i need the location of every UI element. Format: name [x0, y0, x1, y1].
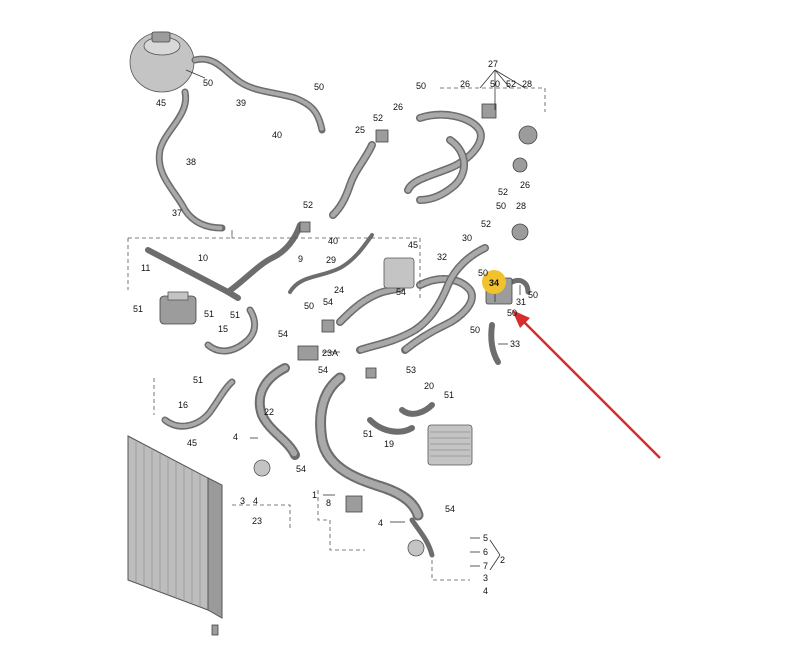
part-label: 50: [507, 308, 517, 318]
part-label: 26: [393, 102, 403, 112]
part-label: 54: [318, 365, 328, 375]
part-label: 50: [203, 78, 213, 88]
part-label: 50: [490, 79, 500, 89]
part-label: 4: [378, 518, 383, 528]
part-label: 54: [323, 297, 333, 307]
red-callout-arrow: [512, 310, 661, 459]
part-label: 51: [230, 310, 240, 320]
auxiliary-pump: [159, 291, 197, 325]
part-label: 25: [355, 125, 365, 135]
part-label: 3: [240, 496, 245, 506]
part-label: 50: [416, 81, 426, 91]
part-label: 45: [408, 240, 418, 250]
part-label: 50: [304, 301, 314, 311]
part-label: 32: [437, 252, 447, 262]
part-label: 51: [133, 304, 143, 314]
part-label: 51: [193, 375, 203, 385]
oil-cooler: [427, 424, 473, 466]
part-label: 11: [141, 263, 150, 273]
part-label: 50: [470, 325, 480, 335]
radiator: [127, 435, 223, 636]
part-label: 4: [233, 432, 238, 442]
part-label: 9: [298, 254, 303, 264]
part-label: 24: [334, 285, 344, 295]
part-label: 52: [506, 79, 516, 89]
part-label: 54: [278, 329, 288, 339]
part-label: 6: [483, 547, 488, 557]
part-label: 26: [520, 180, 530, 190]
leader-lines: [250, 69, 526, 571]
part-label: 10: [198, 253, 208, 263]
part-label: 16: [178, 400, 188, 410]
part-label: 31: [516, 297, 526, 307]
part-label: 29: [326, 255, 336, 265]
part-label: 23: [252, 516, 262, 526]
part-label: 54: [396, 287, 406, 297]
part-label: 50: [478, 268, 488, 278]
part-label: 5: [483, 533, 488, 543]
part-label: 19: [384, 439, 394, 449]
part-label: 51: [363, 429, 373, 439]
part-label: 8: [326, 498, 331, 508]
part-label: 52: [373, 113, 383, 123]
part-label: 3: [483, 573, 488, 583]
part-label: 28: [522, 79, 532, 89]
part-label: 52: [481, 219, 491, 229]
part-label: 30: [462, 233, 472, 243]
part-label: 54: [445, 504, 455, 514]
part-label: 1: [312, 490, 317, 500]
part-label: 52: [303, 200, 313, 210]
part-label: 7: [483, 561, 488, 571]
part-label: 27: [488, 59, 498, 69]
part-label: 40: [328, 236, 338, 246]
part-label: 4: [483, 586, 488, 596]
part-label: 4: [253, 496, 258, 506]
part-label: 45: [156, 98, 166, 108]
part-label: 37: [172, 208, 182, 218]
part-label: 23A: [322, 348, 338, 358]
part-label: 15: [218, 324, 228, 334]
part-label: 50: [496, 201, 506, 211]
part-label: 50: [314, 82, 324, 92]
part-label: 51: [204, 309, 214, 319]
part-label: 52: [498, 187, 508, 197]
part-label: 20: [424, 381, 434, 391]
expansion-tank: [129, 31, 206, 93]
part-label: 40: [272, 130, 282, 140]
part-label: 54: [296, 464, 306, 474]
assembly-outlines: [127, 87, 546, 581]
part-label: 45: [187, 438, 197, 448]
part-label: 26: [460, 79, 470, 89]
part-labels: 45 50 39 50 40 38 37 25 52 26 50 27 26 5…: [133, 59, 538, 596]
part-34-highlight[interactable]: 34: [482, 270, 506, 294]
hoses: [145, 55, 531, 558]
part-label: 53: [406, 365, 416, 375]
part-label: 39: [236, 98, 246, 108]
part-34-label: 34: [489, 278, 499, 288]
part-label: 28: [516, 201, 526, 211]
part-label: 38: [186, 157, 196, 167]
part-label: 33: [510, 339, 520, 349]
part-label: 50: [528, 290, 538, 300]
part-label: 51: [444, 390, 454, 400]
part-label: 22: [264, 407, 274, 417]
part-label: 2: [500, 555, 505, 565]
